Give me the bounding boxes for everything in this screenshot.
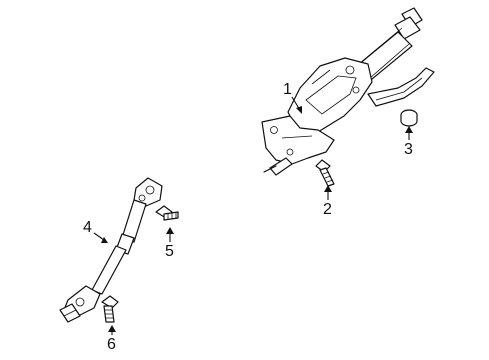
callout-label-5: 5 [165,243,174,260]
callout-1: 1 [283,81,302,114]
callout-label-4: 4 [83,219,92,236]
callout-label-3: 3 [404,141,413,158]
callout-6: 6 [107,325,116,353]
bolt-6 [101,295,119,323]
callout-label-6: 6 [107,336,116,353]
grommet-3 [400,109,418,127]
callout-4: 4 [83,219,108,243]
callout-3: 3 [404,126,413,158]
intermediate-shaft-4 [59,177,163,323]
callout-2: 2 [323,185,332,218]
callout-5: 5 [165,227,174,260]
bolt-2 [315,159,335,187]
callout-label-2: 2 [323,201,332,218]
steering-column-assembly [261,7,435,176]
bolt-5 [155,205,179,221]
callout-label-1: 1 [283,81,292,98]
